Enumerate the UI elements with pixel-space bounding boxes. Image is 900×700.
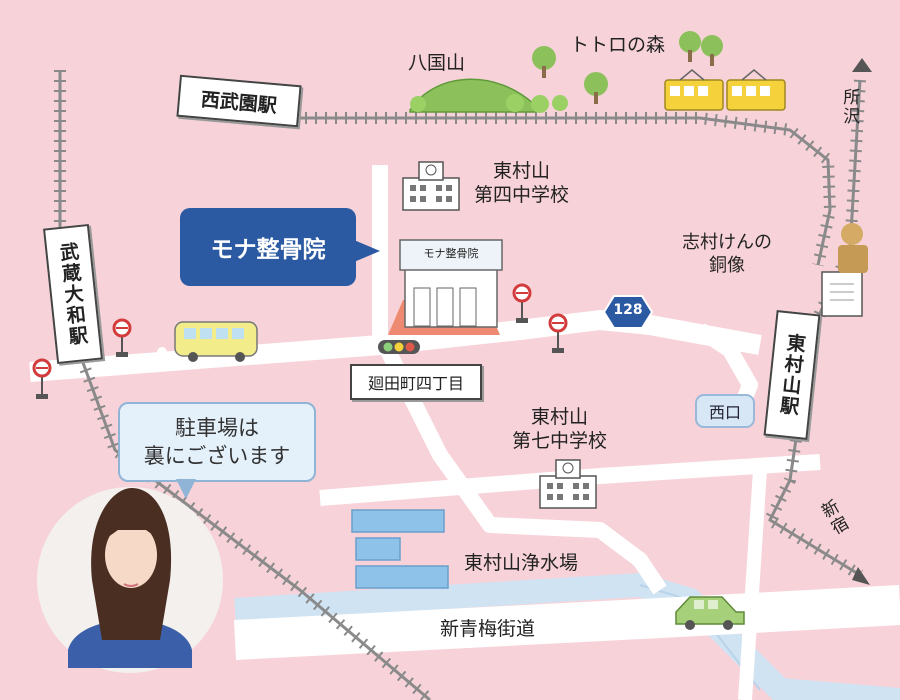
tokorozawa-label: 所沢 (839, 88, 860, 126)
school7-label-line2: 第七中学校 (512, 429, 608, 452)
east-road (738, 469, 767, 700)
clinic-building (388, 239, 503, 335)
tree-icon (532, 31, 723, 104)
statue-icon (821, 223, 868, 317)
parking-bubble-tail (176, 479, 196, 499)
route-number: 128 (613, 302, 643, 318)
shimura-label-line2: 銅像 (709, 254, 745, 276)
arrow-down-icon (852, 567, 870, 585)
water-tanks (351, 509, 449, 589)
bus-stop-icon (548, 313, 568, 353)
hill-icon (409, 78, 568, 113)
parking-line2: 裏にございます (143, 444, 291, 469)
school4-label-line2: 第四中学校 (474, 183, 570, 206)
arrow-up-icon (852, 58, 872, 72)
bus-stop-icon (512, 283, 532, 323)
school7-label-line1: 東村山 (531, 406, 589, 428)
school7-label: 東村山 第七中学校 (512, 406, 607, 454)
school4-label-line1: 東村山 (493, 160, 551, 182)
intersection-sign: 廻田町四丁目 (350, 364, 482, 400)
parking-notice-bubble: 駐車場は 裏にございます (118, 402, 316, 482)
bus-icon (157, 321, 258, 362)
car-icon (675, 596, 745, 630)
shin-ome-kaido-road (233, 585, 900, 660)
west-exit-badge: 西口 (695, 394, 755, 428)
shimura-statue-label: 志村けんの 銅像 (682, 232, 772, 277)
bus-stop-icon (32, 358, 52, 399)
clinic-tag-pointer (354, 240, 380, 262)
parking-line1: 駐車場は (175, 416, 259, 440)
school7-road (319, 454, 821, 506)
shimura-label-line1: 志村けんの (682, 232, 772, 253)
water-plant-label: 東村山浄水場 (464, 552, 579, 574)
school4-label: 東村山 第四中学校 (474, 160, 569, 208)
clinic-name-tag[interactable]: モナ整骨院 (180, 208, 356, 286)
bus-stop-icon (112, 318, 132, 357)
shin-ome-kaido-label: 新青梅街道 (440, 618, 536, 640)
hachikokuyama-label: 八国山 (408, 52, 466, 74)
south-road (377, 341, 667, 595)
roads (29, 165, 900, 700)
clinic-building-sign: モナ整骨院 (423, 247, 479, 260)
train-icon (664, 69, 786, 111)
receptionist-avatar (37, 487, 223, 673)
school-icon (402, 161, 460, 211)
school-icon (539, 459, 597, 509)
totoro-forest-label: トトロの森 (570, 34, 666, 56)
route-shield-icon (602, 295, 654, 329)
traffic-light-icon (378, 340, 420, 354)
